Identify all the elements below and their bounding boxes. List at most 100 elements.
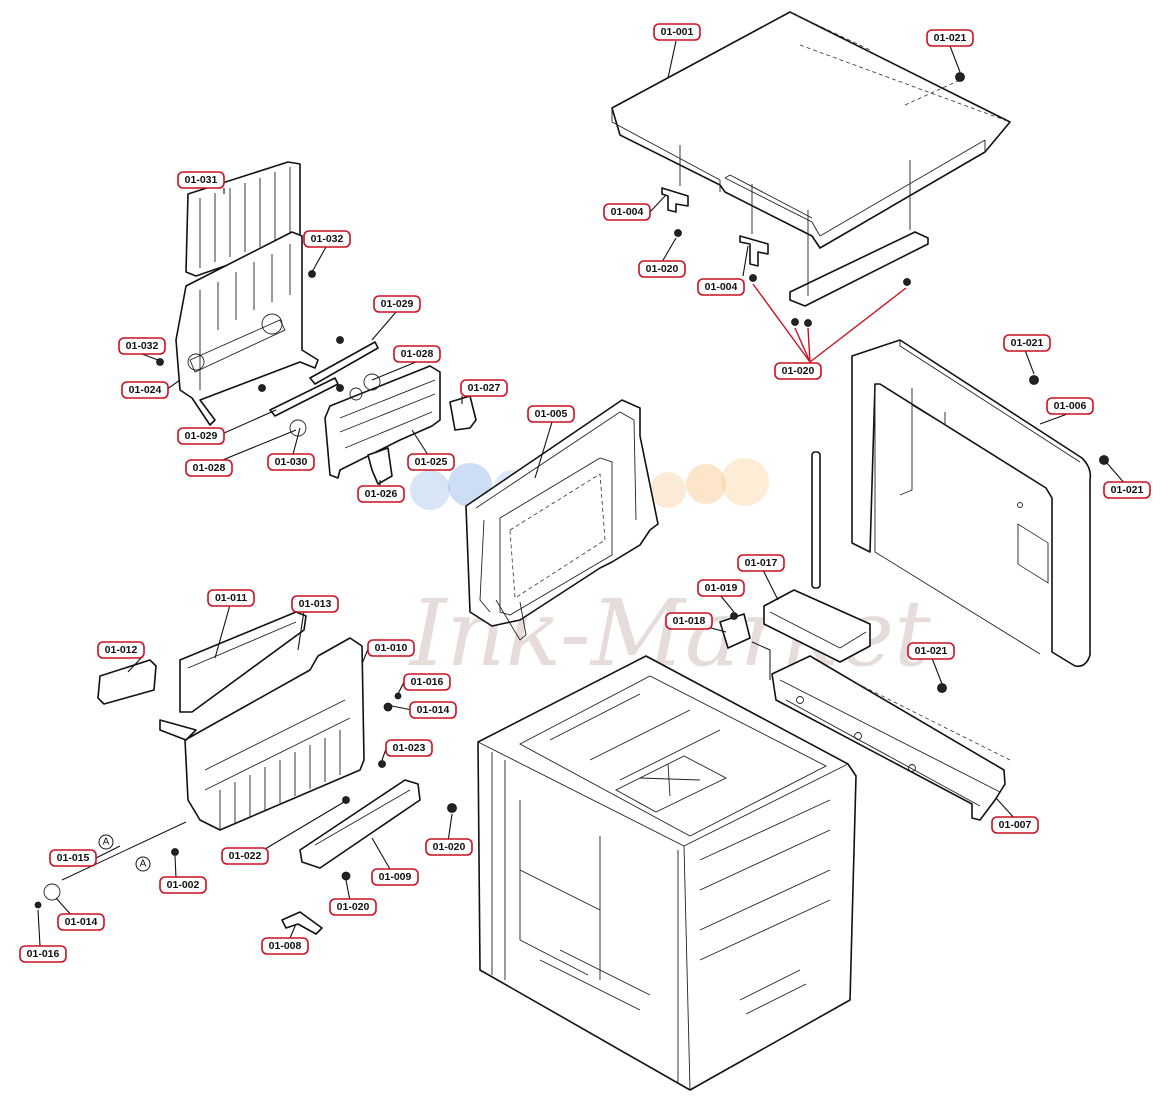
part-label-box xyxy=(926,29,974,47)
part-label-box xyxy=(371,868,419,886)
screw-icon xyxy=(308,270,316,278)
part-label: 01-028 xyxy=(185,459,233,477)
part-label: 01-016 xyxy=(403,673,451,691)
part-label-text: 01-004 xyxy=(611,206,644,218)
part-label-text: 01-031 xyxy=(185,174,218,186)
screw-icon xyxy=(1029,375,1039,385)
part-label-text: 01-002 xyxy=(167,879,200,891)
part-label: 01-020 xyxy=(329,898,377,916)
hinge-bracket-right xyxy=(739,184,769,267)
part-label-box xyxy=(403,673,451,691)
part-label-text: 01-030 xyxy=(275,456,308,468)
rear-bracket xyxy=(789,160,929,307)
hinge-bracket-left xyxy=(661,145,689,213)
part-label: 01-031 xyxy=(177,171,225,189)
part-label: 01-021 xyxy=(1003,334,1051,352)
part-label: 01-016 xyxy=(19,945,67,963)
part-label-text: 01-019 xyxy=(705,582,738,594)
part-label: 01-023 xyxy=(385,739,433,757)
part-label: 01-029 xyxy=(373,295,421,313)
rear-cover xyxy=(175,231,319,426)
part-label: 01-028 xyxy=(393,345,441,363)
part-label-text: 01-029 xyxy=(185,430,218,442)
screw-icon xyxy=(730,612,738,620)
part-label-text: 01-021 xyxy=(1111,484,1144,496)
screw-icon xyxy=(336,336,344,344)
part-label: 01-026 xyxy=(357,485,405,503)
part-label-text: 01-025 xyxy=(415,456,448,468)
watermark-dot-blue-1 xyxy=(410,470,450,510)
part-label-box xyxy=(991,816,1039,834)
part-label-box xyxy=(185,459,233,477)
part-label-text: 01-027 xyxy=(468,382,501,394)
part-label-box xyxy=(19,945,67,963)
screw-icon xyxy=(674,229,682,237)
part-label-text: 01-008 xyxy=(269,940,302,952)
part-label-text: 01-011 xyxy=(215,592,247,604)
part-label: 01-011 xyxy=(207,589,255,607)
part-label-box xyxy=(267,453,315,471)
part-label-box xyxy=(665,612,713,630)
part-label-text: 01-020 xyxy=(782,365,815,377)
part-label: 01-018 xyxy=(665,612,713,630)
screw-icon xyxy=(171,848,179,856)
part-label-text: 01-032 xyxy=(126,340,159,352)
part-label-text: 01-012 xyxy=(105,644,138,656)
part-label-text: 01-021 xyxy=(1011,337,1044,349)
part-label: 01-030 xyxy=(267,453,315,471)
part-label-box xyxy=(697,278,745,296)
screws-rear xyxy=(156,270,344,392)
part-label-box xyxy=(49,849,97,867)
part-label: 01-021 xyxy=(907,642,955,660)
part-label-text: 01-020 xyxy=(433,841,466,853)
part-label-box xyxy=(527,405,575,423)
part-label: 01-009 xyxy=(371,868,419,886)
screw-icon xyxy=(903,278,911,286)
part-label-box xyxy=(385,739,433,757)
screw-icon xyxy=(156,358,164,366)
part-label-box xyxy=(118,337,166,355)
part-label-text: 01-009 xyxy=(379,871,412,883)
part-label-box xyxy=(367,639,415,657)
part-label-text: 01-018 xyxy=(673,615,706,627)
part-label-box xyxy=(697,579,745,597)
part-label-box xyxy=(407,453,455,471)
part-label: 01-012 xyxy=(97,641,145,659)
part-label: 01-005 xyxy=(527,405,575,423)
part-label-text: 01-007 xyxy=(999,819,1032,831)
screw-icon xyxy=(383,702,393,712)
part-label-text: 01-013 xyxy=(299,598,332,610)
screw-icon xyxy=(749,274,757,282)
part-label-box xyxy=(907,642,955,660)
part-label-box xyxy=(1046,397,1094,415)
part-label: 01-032 xyxy=(118,337,166,355)
part-label: 01-024 xyxy=(121,381,169,399)
part-label-box xyxy=(177,427,225,445)
main-chassis-frame xyxy=(477,655,857,1091)
part-label-text: 01-016 xyxy=(411,676,444,688)
watermark-dot-orange-2 xyxy=(686,464,726,504)
ref-marker-a-1: A xyxy=(98,834,114,850)
front-frame xyxy=(465,399,659,641)
part-label-box xyxy=(1103,481,1151,499)
part-label-text: 01-014 xyxy=(65,916,98,928)
part-label-box xyxy=(57,913,105,931)
part-label: 01-004 xyxy=(697,278,745,296)
screw-icon xyxy=(342,796,350,804)
part-label-text: 01-021 xyxy=(915,645,948,657)
part-label-text: 01-004 xyxy=(705,281,738,293)
part-label-box xyxy=(303,230,351,248)
part-label-text: 01-010 xyxy=(375,642,408,654)
watermark-dot-orange-3 xyxy=(721,458,769,506)
rear-guide xyxy=(269,341,477,485)
fan-duct xyxy=(719,451,871,680)
part-label-box xyxy=(603,203,651,221)
part-label: 01-002 xyxy=(159,876,207,894)
ref-marker-a-2: A xyxy=(135,856,151,872)
top-cover xyxy=(611,11,1011,249)
screw-icon xyxy=(791,318,799,326)
duplex-guide xyxy=(299,779,421,869)
part-label-text: 01-032 xyxy=(311,233,344,245)
part-label-box xyxy=(460,379,508,397)
part-label: 01-010 xyxy=(367,639,415,657)
